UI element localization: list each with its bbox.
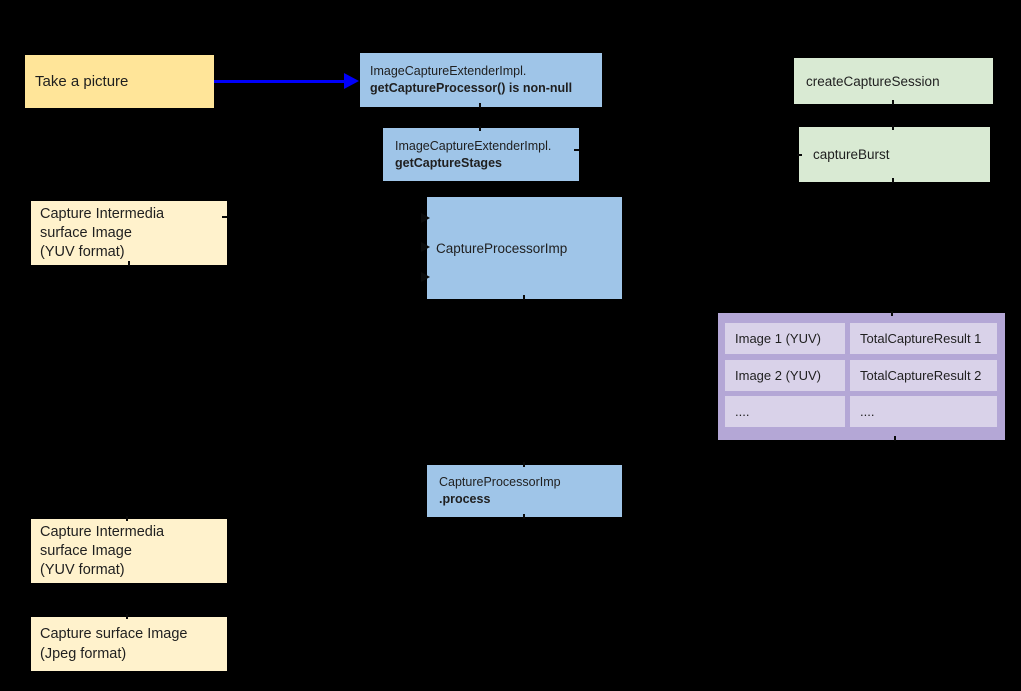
table-cell: .... (850, 396, 997, 427)
node-get-capture-processor: ImageCaptureExtenderImpl. getCaptureProc… (360, 53, 602, 107)
node-label: CaptureProcessorImp (436, 240, 568, 256)
node-create-capture-session: createCaptureSession (794, 58, 993, 104)
connector-stub (891, 311, 893, 316)
table-cell: TotalCaptureResult 1 (850, 323, 997, 354)
table-cell: Image 2 (YUV) (725, 360, 845, 391)
node-get-capture-stages: ImageCaptureExtenderImpl. getCaptureStag… (383, 128, 579, 181)
node-label-line2: (Jpeg format) (40, 646, 127, 662)
connector-stub (523, 462, 525, 467)
node-label: createCaptureSession (806, 73, 940, 89)
capture-results-table: Image 1 (YUV) TotalCaptureResult 1 Image… (718, 313, 1005, 440)
arrow-right-icon (344, 73, 359, 89)
connector-stub (797, 154, 802, 156)
table-cell: TotalCaptureResult 2 (850, 360, 997, 391)
node-capture-intermedia-surface-bottom: Capture Intermedia surface Image (YUV fo… (31, 519, 227, 583)
node-capture-processor-imp: CaptureProcessorImp (427, 197, 622, 299)
connector-stub (892, 100, 894, 105)
connector-stub (894, 436, 896, 441)
node-take-a-picture: Take a picture (25, 55, 214, 108)
connector-stub (892, 125, 894, 130)
connector-stub (523, 514, 525, 519)
node-capture-intermedia-surface-top: Capture Intermedia surface Image (YUV fo… (31, 201, 227, 265)
node-label-line1: Capture Intermedia (40, 523, 165, 540)
node-label: Take a picture (35, 73, 129, 90)
node-label-line1: CaptureProcessorImp (439, 475, 561, 489)
connector-stub (523, 295, 525, 300)
node-label-line2: surface Image (40, 224, 132, 241)
connector-stub (128, 261, 130, 266)
node-capture-surface-jpeg: Capture surface Image (Jpeg format) (31, 617, 227, 671)
node-label-line3: (YUV format) (40, 243, 125, 260)
node-label-line2: getCaptureProcessor() is non-null (370, 81, 573, 95)
node-label-line1: ImageCaptureExtenderImpl. (370, 64, 527, 78)
connector-stub (126, 516, 128, 521)
node-label-line1: Capture surface Image (40, 626, 188, 642)
connector-stub (222, 216, 227, 218)
arrow-right-shaft (214, 80, 347, 83)
node-label: captureBurst (813, 147, 890, 162)
table-cell: .... (725, 396, 845, 427)
connector-stub (479, 126, 481, 131)
connector-arrowhead-icon (421, 242, 430, 252)
node-label-line3: (YUV format) (40, 561, 125, 578)
node-label-line1: Capture Intermedia (40, 205, 165, 222)
node-capture-burst: captureBurst (799, 127, 990, 182)
table-cell: Image 1 (YUV) (725, 323, 845, 354)
node-label-line2: surface Image (40, 542, 132, 559)
connector-arrowhead-icon (421, 272, 430, 282)
connector-stub (574, 149, 579, 151)
node-capture-processor-process: CaptureProcessorImp .process (427, 465, 622, 517)
connector-stub (479, 103, 481, 108)
node-label-line2: .process (439, 492, 491, 506)
connector-stub (126, 614, 128, 619)
node-label-line1: ImageCaptureExtenderImpl. (395, 138, 552, 153)
connector-stub (892, 178, 894, 183)
node-label-line2: getCaptureStages (395, 155, 502, 170)
connector-arrowhead-icon (421, 213, 430, 223)
